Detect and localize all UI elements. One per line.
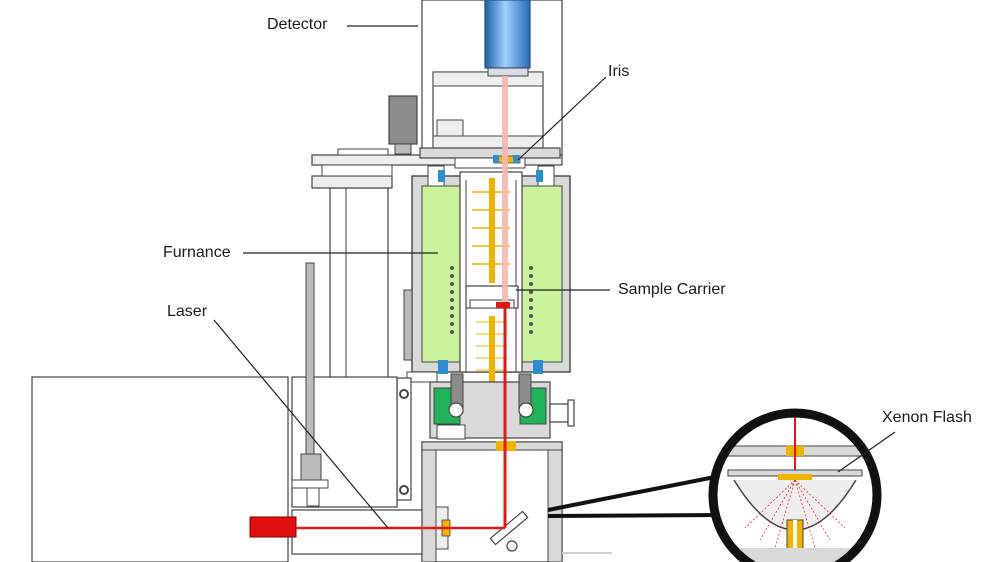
laser-housing xyxy=(31,376,289,562)
motor-unit xyxy=(388,95,418,145)
laser-label: Laser xyxy=(167,303,208,320)
iris-label: Iris xyxy=(608,63,630,80)
laser-source xyxy=(249,516,297,538)
left-column xyxy=(329,187,389,379)
detector-label: Detector xyxy=(267,16,328,33)
furnance-label: Furnance xyxy=(163,244,231,261)
laser-tube xyxy=(291,509,423,555)
xenon-flash-label: Xenon Flash xyxy=(882,409,972,426)
sample-carrier-label: Sample Carrier xyxy=(618,281,726,298)
xenon-flash-inset xyxy=(708,408,882,562)
detector-cylinder xyxy=(484,0,531,69)
